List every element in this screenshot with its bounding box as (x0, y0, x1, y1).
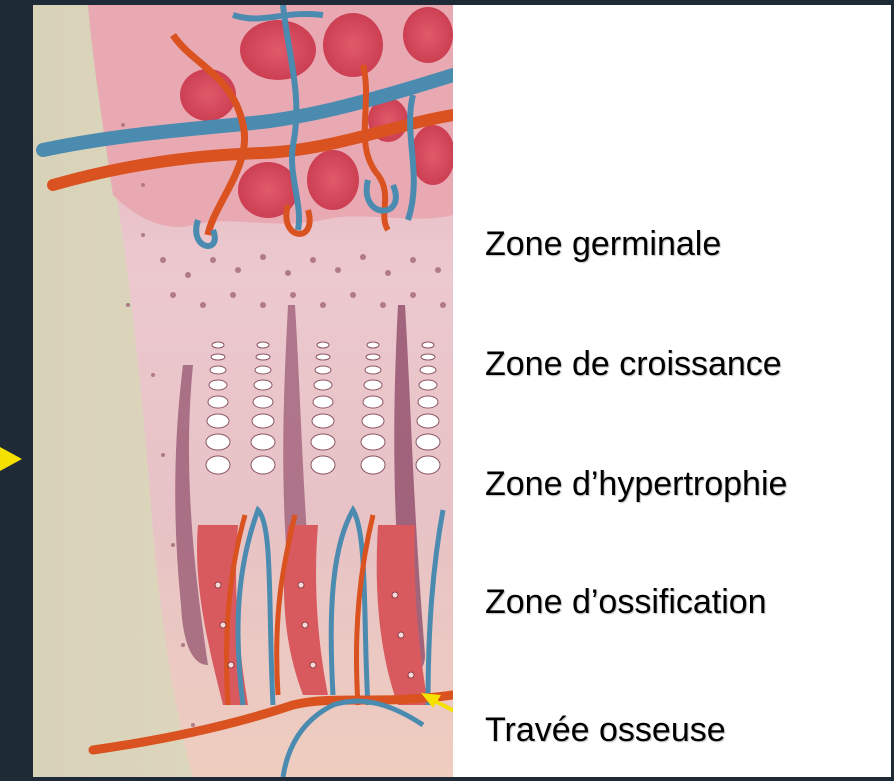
left-arrow-icon (0, 442, 24, 476)
label-zone-ossification: Zone d’ossification (485, 583, 767, 622)
label-zone-croissance: Zone de croissance (485, 345, 782, 384)
growth-plate-illustration (33, 5, 453, 777)
label-zone-germinale: Zone germinale (485, 225, 721, 264)
slide: Zone germinale Zone de croissance Zone d… (33, 5, 891, 777)
label-travee-osseuse: Travée osseuse (485, 711, 726, 750)
label-zone-hypertrophie: Zone d’hypertrophie (485, 465, 787, 504)
